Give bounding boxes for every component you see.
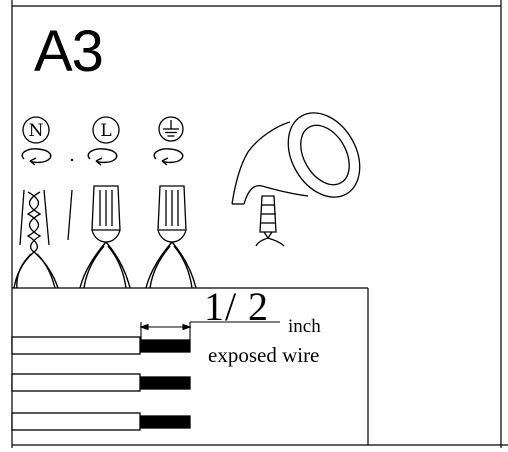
electrical-tape-icon xyxy=(231,112,361,205)
wire-nut-icon xyxy=(91,185,121,243)
twist-arrow-icons xyxy=(21,148,184,166)
measurement-unit: inch xyxy=(288,316,321,337)
terminal-neutral-icon: N xyxy=(22,116,50,144)
twist-arrow-icon xyxy=(153,148,184,166)
panel-frame xyxy=(11,0,508,448)
cable-wire-2 xyxy=(11,373,191,392)
twisted-wires-icon xyxy=(19,189,73,253)
wire-nut-icons xyxy=(91,185,187,243)
cable-wire-3 xyxy=(11,412,191,431)
exposed-wire-detail-frame xyxy=(12,287,369,445)
cable-wire-1 xyxy=(11,336,191,355)
terminal-line-icon: L xyxy=(92,116,120,144)
twist-arrow-icon xyxy=(21,148,52,166)
step-label: A3 xyxy=(34,19,104,84)
dimension-marker xyxy=(139,321,280,340)
taped-splice-icon xyxy=(255,195,285,247)
exposed-wire-caption: exposed wire xyxy=(208,343,319,367)
fraction-slash: / xyxy=(225,284,237,329)
wire-nut-icon xyxy=(157,185,187,243)
fraction-numerator: 1 xyxy=(204,284,224,329)
splayed-wires xyxy=(13,241,197,289)
twist-arrow-icon xyxy=(87,148,118,166)
terminal-ground-icon xyxy=(158,116,184,142)
fraction-denominator: 2 xyxy=(248,284,268,329)
cable-insulated-wires xyxy=(11,336,191,431)
terminal-line-label: L xyxy=(100,121,111,141)
terminal-neutral-label: N xyxy=(29,121,44,141)
